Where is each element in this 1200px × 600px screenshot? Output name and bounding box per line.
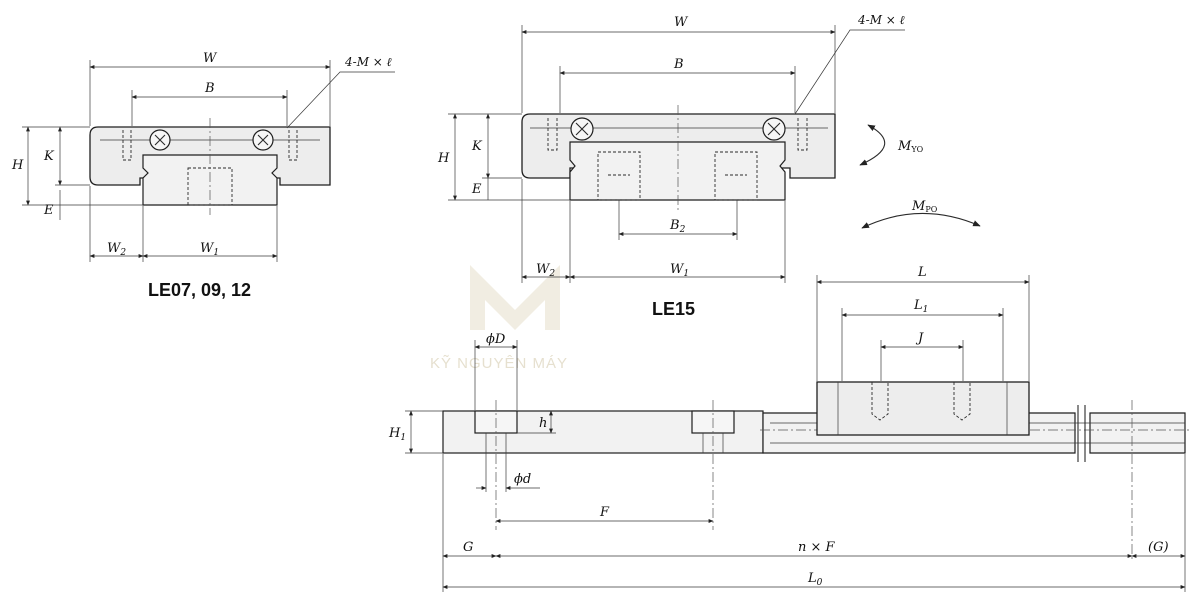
label-g: G xyxy=(463,540,473,555)
label-f: F xyxy=(599,505,610,520)
label-j: J xyxy=(915,331,924,346)
side-view: L L1 J ϕD h H1 ϕd F xyxy=(388,265,1190,592)
section-le15: W B 4-M × ℓ H K E B2 W2 W1 LE15 xyxy=(437,13,981,319)
watermark-text: KỸ NGUYÊN MÁY xyxy=(430,355,568,372)
moment-po-arrow xyxy=(861,212,981,229)
label-w1: W1 xyxy=(670,262,689,279)
label-h: H xyxy=(437,151,450,166)
label-phi-d-large: ϕD xyxy=(486,332,506,347)
screw-icon xyxy=(762,117,786,141)
label-b2: B2 xyxy=(669,218,686,235)
label-w: W xyxy=(203,51,218,66)
moment-yo-arrow xyxy=(859,124,886,166)
label-l0: L0 xyxy=(807,571,823,588)
label-mpo: MPO xyxy=(911,199,938,214)
label-l1: L1 xyxy=(913,298,928,315)
block-side xyxy=(816,381,1030,436)
label-h: H xyxy=(11,158,24,173)
label-g-paren: (G) xyxy=(1148,540,1169,555)
label-myo: MYO xyxy=(897,139,924,154)
label-phi-d-small: ϕd xyxy=(514,472,531,487)
caption-le15: LE15 xyxy=(652,299,695,319)
label-b: B xyxy=(204,81,215,96)
section-le07-09-12: W B 4-M × ℓ H K E W2 W1 LE07, 09, 12 xyxy=(11,51,395,300)
label-b: B xyxy=(673,57,684,72)
screw-icon xyxy=(570,117,594,141)
label-h1: H1 xyxy=(388,426,406,443)
label-e: E xyxy=(471,182,482,197)
label-w2: W2 xyxy=(536,262,555,279)
screw-icon xyxy=(252,129,274,151)
caption-le07-09-12: LE07, 09, 12 xyxy=(148,280,251,300)
rail-section xyxy=(569,141,786,201)
label-l: L xyxy=(917,265,927,280)
label-w1: W1 xyxy=(200,241,219,258)
label-k: K xyxy=(43,149,55,164)
label-k: K xyxy=(471,139,483,154)
label-mount: 4-M × ℓ xyxy=(344,55,392,69)
label-e: E xyxy=(43,203,54,218)
label-mount: 4-M × ℓ xyxy=(857,13,905,27)
label-w: W xyxy=(674,15,689,30)
label-nf: n × F xyxy=(798,540,836,555)
screw-icon xyxy=(149,129,171,151)
label-w2: W2 xyxy=(107,241,126,258)
watermark: KỸ NGUYÊN MÁY xyxy=(430,265,568,372)
label-h-small: h xyxy=(539,416,547,431)
